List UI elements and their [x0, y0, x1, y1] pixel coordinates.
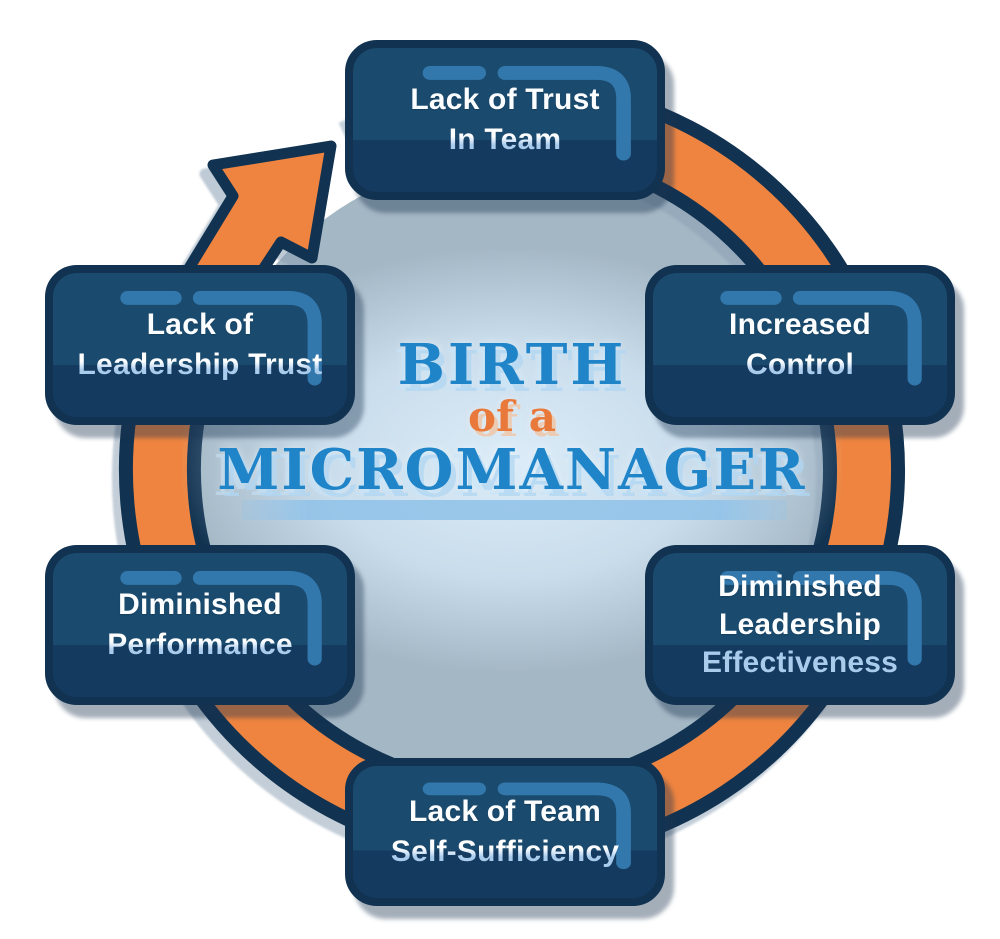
node-line: Diminished — [118, 588, 282, 621]
node-lack-of-leadership-trust: Lack of Leadership Trust — [45, 265, 355, 425]
node-line: Leadership Trust — [78, 345, 323, 385]
node-diminished-leadership-effectiveness: Diminished Leadership Effectiveness — [645, 545, 955, 705]
title-line-of-a: of a — [468, 392, 556, 441]
node-line: Leadership — [718, 608, 882, 641]
node-line: Lack of Trust — [410, 83, 600, 116]
node-line: Diminished — [718, 570, 882, 603]
node-diminished-performance: Diminished Performance — [45, 545, 355, 705]
node-line: Performance — [107, 625, 293, 665]
node-line: Increased — [729, 308, 871, 341]
diagram-title: BIRTH of a MICROMANAGER — [212, 332, 812, 520]
node-line: In Team — [410, 120, 599, 160]
node-lack-of-trust-in-team: Lack of Trust In Team — [345, 40, 665, 200]
title-underbar — [242, 500, 787, 520]
node-line: Effectiveness — [701, 646, 899, 679]
node-increased-control: Increased Control — [645, 265, 955, 425]
node-line: Self-Sufficiency — [391, 832, 619, 872]
node-line: Control — [729, 345, 871, 385]
title-line-micromanager: MICROMANAGER — [217, 437, 807, 503]
node-line: Lack of Team — [409, 795, 601, 828]
node-lack-of-team-self-sufficiency: Lack of Team Self-Sufficiency — [345, 758, 665, 906]
title-line-birth: BIRTH — [397, 332, 627, 398]
node-line: Lack of — [146, 308, 254, 341]
